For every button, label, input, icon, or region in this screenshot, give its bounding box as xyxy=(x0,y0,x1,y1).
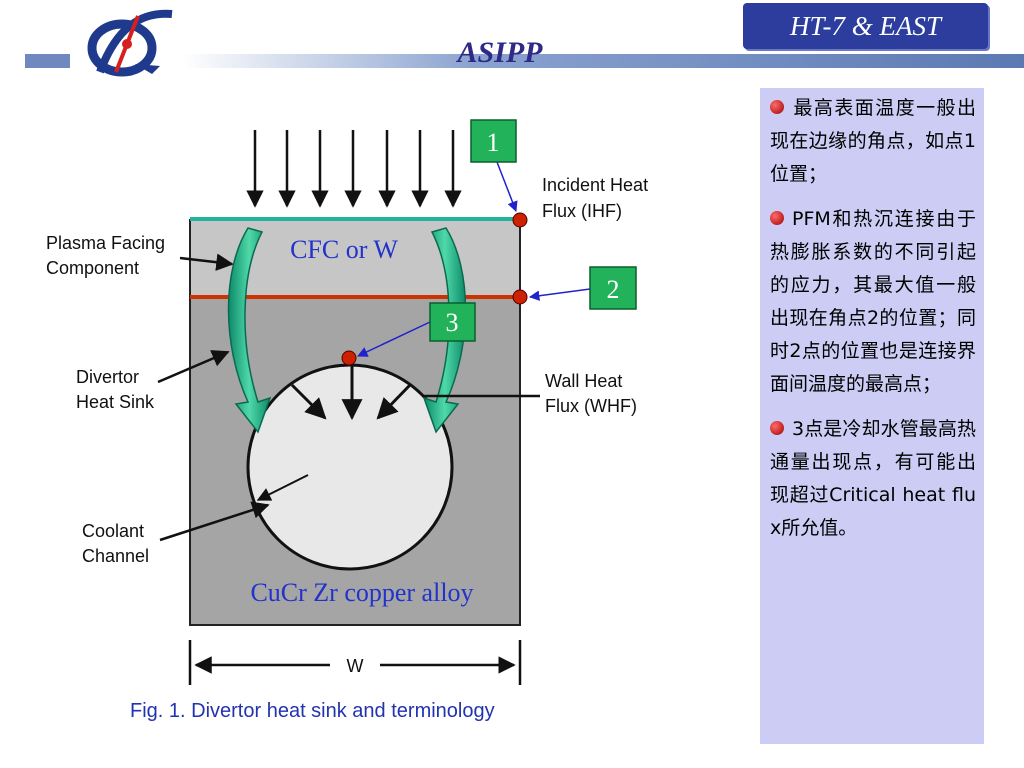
heat-flow-right-icon xyxy=(422,227,467,434)
wall-heat-arrows xyxy=(256,362,412,501)
divertor-diagram: 1 2 3 Incident Heat Flux (IHF) Plasma Fa… xyxy=(46,119,648,685)
coolant-label-line2: Channel xyxy=(82,546,149,566)
marker-2-box xyxy=(589,266,637,310)
marker-2-label: 2 xyxy=(607,275,620,304)
marker-leaders xyxy=(357,161,591,357)
institute-logo xyxy=(87,9,173,77)
bullet-icon xyxy=(770,99,784,114)
page-title: ASIPP xyxy=(457,36,543,69)
point-2-dot xyxy=(512,289,528,305)
marker-1-box xyxy=(470,119,517,163)
note-text: 3点是冷却水管最高热通量出现点，有可能出现超过Critical heat flu… xyxy=(770,418,976,539)
ihf-label-line2: Flux (IHF) xyxy=(542,201,622,221)
figure-caption: Fig. 1. Divertor heat sink and terminolo… xyxy=(130,700,495,722)
notes-panel: 最高表面温度一般出现在边缘的角点，如点1位置； PFM和热沉连接由于热膨胀系数的… xyxy=(760,88,984,744)
cucr-label: CuCr Zr copper alloy xyxy=(250,578,473,607)
note-text: 最高表面温度一般出现在边缘的角点，如点1位置； xyxy=(770,97,976,185)
cfc-label: CFC or W xyxy=(290,235,398,264)
marker-3-label: 3 xyxy=(446,308,459,337)
divertor-label-line2: Heat Sink xyxy=(76,392,155,412)
marker-3-box xyxy=(429,302,476,342)
note-text: PFM和热沉连接由于热膨胀系数的不同引起的应力，其最大值一般出现在角点2的位置；… xyxy=(770,208,976,395)
marker-1-label: 1 xyxy=(487,128,500,157)
width-dimension xyxy=(188,640,522,685)
incident-heat-arrows xyxy=(246,130,462,208)
project-badge: HT-7 & EAST xyxy=(743,3,988,49)
note-item: 3点是冷却水管最高热通量出现点，有可能出现超过Critical heat flu… xyxy=(770,413,976,545)
whf-label-line2: Flux (WHF) xyxy=(545,396,637,416)
point-3-dot xyxy=(341,350,357,366)
width-label: W xyxy=(347,656,364,676)
header-band xyxy=(25,54,1024,68)
coolant-label-line1: Coolant xyxy=(82,521,144,541)
bullet-icon xyxy=(770,210,784,225)
whf-label-line1: Wall Heat xyxy=(545,371,622,391)
ihf-label-line1: Incident Heat xyxy=(542,175,648,195)
heat-flow-left-icon xyxy=(227,227,272,434)
coolant-channel xyxy=(246,363,454,571)
pfc-label-line2: Component xyxy=(46,258,139,278)
note-item: PFM和热沉连接由于热膨胀系数的不同引起的应力，其最大值一般出现在角点2的位置；… xyxy=(770,203,976,401)
label-leaders xyxy=(157,253,540,542)
note-item: 最高表面温度一般出现在边缘的角点，如点1位置； xyxy=(770,92,976,191)
pfc-label-line1: Plasma Facing xyxy=(46,233,165,253)
bullet-icon xyxy=(770,420,784,435)
divertor-label-line1: Divertor xyxy=(76,367,139,387)
point-1-dot xyxy=(512,212,528,228)
